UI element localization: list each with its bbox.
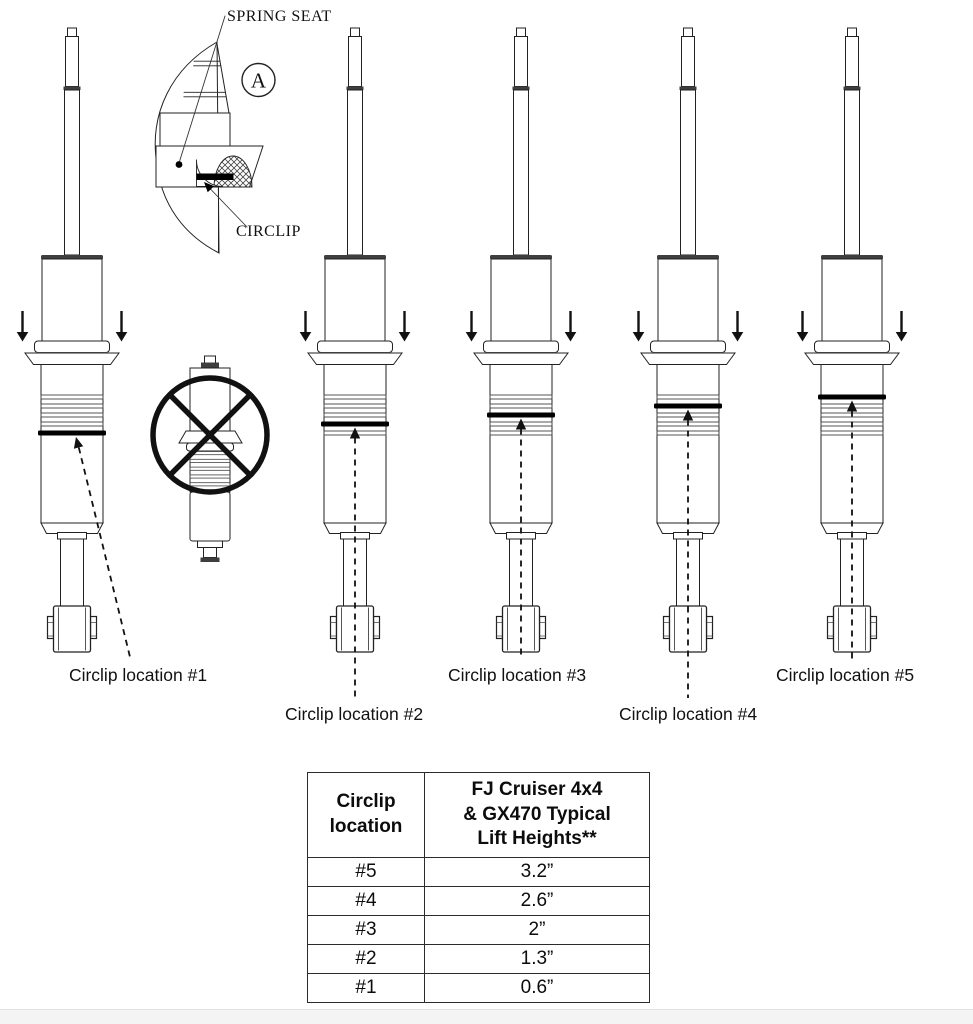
spring-seat-flange <box>24 352 120 365</box>
press-down-arrow <box>632 311 645 342</box>
press-down-arrow <box>731 311 744 342</box>
table-header-row: Circlip location FJ Cruiser 4x4 & GX470 … <box>307 772 650 858</box>
circlip-leader <box>515 418 527 659</box>
press-down-arrow <box>299 311 312 342</box>
row-location-cell: #2 <box>307 944 425 974</box>
press-down-arrow <box>796 311 809 342</box>
page-edge <box>0 1009 973 1024</box>
circlip-leader <box>349 427 361 698</box>
circlip-leader <box>846 400 858 659</box>
circlip-leader <box>73 437 131 658</box>
spring-seat-flange <box>307 352 403 365</box>
section-steps <box>183 60 227 98</box>
row-location-cell: #4 <box>307 886 425 916</box>
empty-groove <box>489 394 553 400</box>
wrong-orientation-symbol <box>150 355 270 562</box>
circlip-ring <box>818 394 886 400</box>
press-down-arrow <box>895 311 908 342</box>
row-location-cell: #3 <box>307 915 425 945</box>
circlip-locations-diagram: Circlip location #1 Circlip location #2 Ci… <box>16 8 914 724</box>
struts-layer: Circlip location #1 Circlip location #2 Ci… <box>16 27 914 724</box>
circlip-ring <box>654 403 722 409</box>
circlip-leader <box>682 409 694 698</box>
prohibition-circle <box>150 375 270 495</box>
empty-groove <box>323 403 387 409</box>
detail-view-A: SPRING SEAT CIRCLIP A <box>154 8 332 254</box>
circlip-location-label-4: Circlip location #4 <box>619 704 757 724</box>
table-row: #4 2.6” <box>307 886 650 916</box>
circlip-location-label-1: Circlip location #1 <box>69 665 207 685</box>
empty-groove <box>489 403 553 409</box>
section-upper-block <box>159 112 231 147</box>
press-down-arrow <box>398 311 411 342</box>
circlip-location-label-3: Circlip location #3 <box>448 665 586 685</box>
header-lift-heights: FJ Cruiser 4x4 & GX470 Typical Lift Heig… <box>424 772 650 858</box>
empty-groove <box>656 394 720 400</box>
eyelet-tab <box>329 615 338 640</box>
eyelet-tab <box>89 615 98 640</box>
row-height-cell: 3.2” <box>424 857 650 887</box>
strut-5 <box>796 27 908 653</box>
empty-groove <box>323 412 387 418</box>
header-circlip-location: Circlip location <box>307 772 425 858</box>
circlip-ring <box>38 430 106 436</box>
eyelet-tab <box>869 615 878 640</box>
empty-groove <box>40 403 104 409</box>
eyelet-tab <box>662 615 671 640</box>
table-row: #2 1.3” <box>307 944 650 974</box>
detail-marker-letter: A <box>251 69 267 93</box>
row-height-cell: 1.3” <box>424 944 650 974</box>
circlip-section-bar <box>196 173 234 180</box>
empty-groove <box>40 412 104 418</box>
eyelet-tab <box>46 615 55 640</box>
spring-seat-flange <box>804 352 900 365</box>
lift-heights-table: Circlip location FJ Cruiser 4x4 & GX470 … <box>307 772 650 1003</box>
press-down-arrow <box>465 311 478 342</box>
spring-seat-flange <box>473 352 569 365</box>
spring-seat-leader-line <box>179 15 226 162</box>
circlip-leader-line <box>209 187 248 228</box>
spring-seat-flange <box>640 352 736 365</box>
prohibition-cross-line <box>167 392 253 478</box>
inverted-strut <box>178 355 243 562</box>
spring-seat-callout-dot <box>175 161 183 168</box>
eyelet-tab <box>538 615 547 640</box>
eyelet-tab <box>495 615 504 640</box>
strut-3 <box>465 27 577 653</box>
circlip-ring <box>321 421 389 427</box>
strut-4 <box>632 27 744 653</box>
row-height-cell: 2” <box>424 915 650 945</box>
circlip-label: CIRCLIP <box>236 223 301 240</box>
table-row: #3 2” <box>307 915 650 945</box>
section-slant-edge <box>216 43 230 114</box>
press-down-arrow <box>564 311 577 342</box>
row-height-cell: 2.6” <box>424 886 650 916</box>
circlip-ring <box>487 412 555 418</box>
eyelet-tab <box>826 615 835 640</box>
row-location-cell: #1 <box>307 973 425 1003</box>
circlip-leader-arrowhead <box>204 182 215 193</box>
circlip-location-label-2: Circlip location #2 <box>285 704 423 724</box>
eyelet-mount <box>52 605 92 653</box>
strut-1 <box>16 27 128 653</box>
eyelet-tab <box>705 615 714 640</box>
spring-seat-label: SPRING SEAT <box>227 8 332 25</box>
empty-groove <box>40 394 104 400</box>
table-row: #5 3.2” <box>307 857 650 887</box>
row-height-cell: 0.6” <box>424 973 650 1003</box>
empty-groove <box>323 394 387 400</box>
press-down-arrow <box>16 311 29 342</box>
detail-marker-a: A <box>241 62 276 98</box>
eyelet-mount <box>832 605 872 653</box>
press-down-arrow <box>115 311 128 342</box>
empty-groove <box>40 421 104 427</box>
eyelet-tab <box>372 615 381 640</box>
table-row: #1 0.6” <box>307 973 650 1003</box>
row-location-cell: #5 <box>307 857 425 887</box>
strut-2 <box>299 27 411 653</box>
circlip-location-label-5: Circlip location #5 <box>776 665 914 685</box>
